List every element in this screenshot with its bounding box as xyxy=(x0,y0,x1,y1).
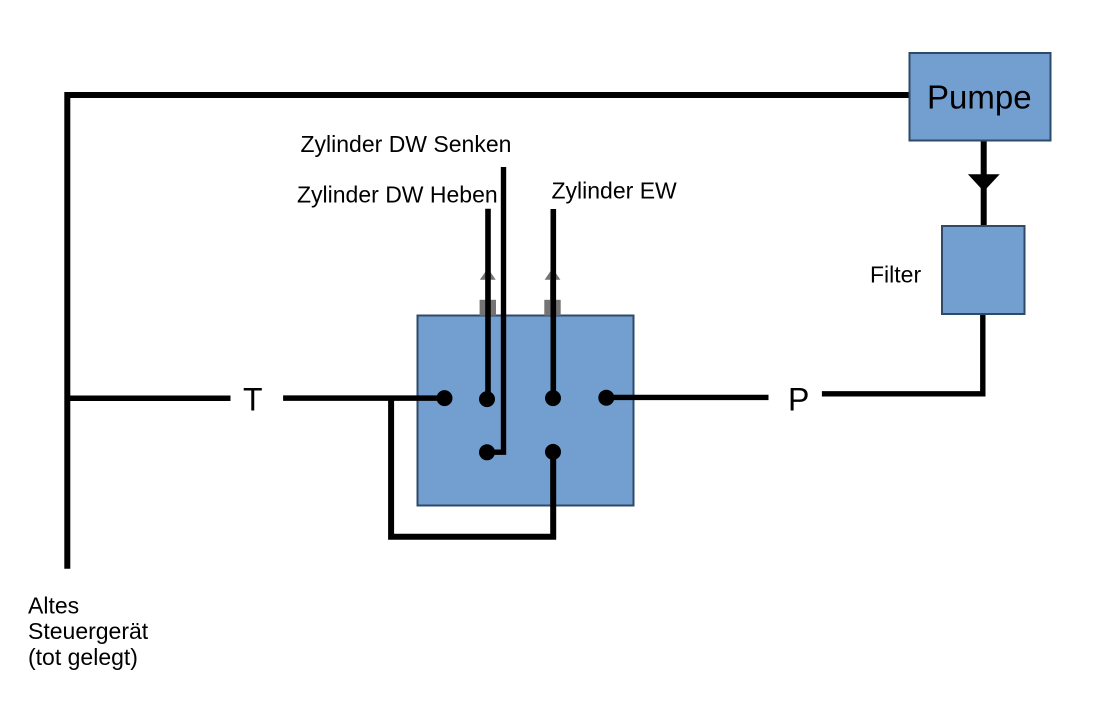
svg-text:(tot gelegt): (tot gelegt) xyxy=(28,644,138,670)
svg-text:Steuergerät: Steuergerät xyxy=(28,618,149,644)
svg-text:Altes: Altes xyxy=(28,593,79,619)
svg-text:Zylinder DW Heben: Zylinder DW Heben xyxy=(297,182,498,208)
svg-text:Filter: Filter xyxy=(870,262,921,288)
svg-text:Zylinder DW Senken: Zylinder DW Senken xyxy=(301,131,512,157)
svg-text:P: P xyxy=(788,382,809,418)
svg-text:Zylinder EW: Zylinder EW xyxy=(552,177,678,203)
svg-text:T: T xyxy=(243,382,263,418)
svg-text:Pumpe: Pumpe xyxy=(927,79,1032,116)
